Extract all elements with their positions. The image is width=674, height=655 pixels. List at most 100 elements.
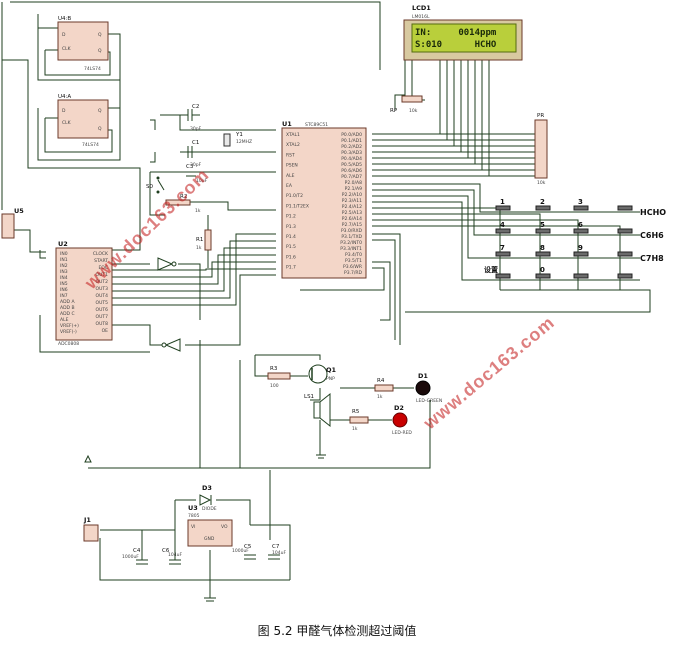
c1-value: 30pF	[190, 162, 202, 168]
u4b-pin-qbar: Q	[98, 48, 102, 54]
schematic-canvas: U4:B D CLK Q Q 74LS74 U4:A D CLK Q Q 74L…	[1, 1, 667, 602]
q1-ref: Q1	[326, 366, 337, 374]
keypad-label-r1c1: 5	[540, 221, 545, 229]
u2-left-pin-4: IN4	[60, 275, 68, 281]
ls1-buzzer: LS1	[304, 392, 331, 428]
u4a-pin-clk: CLK	[62, 120, 72, 126]
wires	[1, 1, 651, 598]
c6-capacitor: C6 104uF	[162, 548, 182, 565]
keypad-button-r2c0: 7	[490, 244, 516, 259]
r1-ref: R1	[196, 237, 203, 243]
u3-pin-gnd: GND	[204, 536, 215, 542]
keypad-button-r1c3: C6H6	[612, 228, 664, 240]
u4b-pin-clk: CLK	[62, 46, 72, 52]
keypad-button-r2c2: 9	[568, 244, 594, 259]
u1-left-pin-10: P1.4	[286, 234, 296, 240]
u4b-pin-d: D	[62, 32, 66, 38]
c2-ref: C2	[192, 104, 199, 110]
u4a-ref: U4:A	[58, 94, 71, 100]
u1-right-pin-18: P3.2/INT0	[340, 240, 362, 246]
c4-capacitor: C4 1000uF	[122, 548, 148, 565]
r3-ref: R3	[270, 366, 278, 372]
u1-right-pin-9: P2.1/A9	[345, 186, 362, 192]
keypad-button-r2c1: 8	[530, 244, 556, 259]
keypad-label-r1c3: C6H6	[640, 231, 664, 240]
u1-right-pin-3: P0.3/AD3	[341, 150, 362, 156]
u1-left-pin-4: ALE	[286, 173, 295, 179]
u1-right-pin-7: P0.7/AD7	[341, 174, 362, 180]
r4-resistor: R4 1k	[374, 378, 394, 400]
q1-part: PNP	[326, 376, 335, 382]
keypad-button-r2c3: C7H8	[612, 251, 664, 263]
u4b-part: 74LS74	[84, 66, 101, 72]
u2-left-pin-11: ALE	[60, 317, 69, 323]
keypad-label-r1c0: 4	[500, 221, 505, 229]
u1-right-pin-1: P0.1/AD1	[341, 138, 362, 144]
y1-ref: Y1	[235, 132, 243, 138]
keypad-button-r3c1: 0	[530, 266, 556, 281]
c1-ref: C1	[192, 140, 199, 146]
u4a-pin-q: Q	[98, 108, 102, 114]
u1-left-pin-2: RST	[286, 152, 295, 158]
d3-ref: D3	[202, 484, 212, 492]
u1-right-pin-8: P2.0/A8	[345, 180, 362, 186]
u2-right-pin-9: OUT7	[96, 314, 109, 320]
u1-right-pin-22: P3.6/WR	[343, 264, 362, 270]
u1-left-pin-6: P1.0/T2	[286, 193, 303, 199]
c3-value: 10uF	[196, 178, 208, 184]
keypad-button-r0c1: 2	[530, 198, 556, 213]
u2-left-pin-12: VREF(+)	[60, 323, 79, 329]
u1-right-pin-23: P3.7/RD	[344, 270, 363, 276]
u1-right-pin-4: P0.4/AD4	[341, 156, 362, 162]
s0-reset-switch: S0	[146, 176, 165, 194]
u1-right-pin-17: P3.1/TXD	[341, 234, 362, 240]
u2-left-pin-5: IN5	[60, 281, 68, 287]
c4-ref: C4	[133, 548, 141, 554]
u1-right-pin-12: P2.4/A12	[342, 204, 362, 210]
u1-right-pin-21: P3.5/T1	[345, 258, 362, 264]
u1-left-pin-8: P1.2	[286, 214, 296, 220]
d2-led-red: D2 LED-RED	[392, 404, 412, 436]
r2-ref: R2	[180, 194, 187, 200]
r3-resistor: R3 100	[267, 366, 291, 389]
u2-right-pin-3: OUT1	[96, 272, 109, 278]
u4a-flipflop: U4:A D CLK Q Q 74LS74	[57, 94, 109, 148]
u1-right-pin-13: P2.5/A13	[342, 210, 362, 216]
u2-left-pin-2: IN2	[60, 263, 68, 269]
u2-right-pin-6: OUT4	[96, 293, 109, 299]
ground-symbol	[84, 454, 326, 602]
u1-right-pin-14: P2.6/A14	[342, 216, 362, 222]
u3-ref: U3	[188, 504, 198, 512]
keypad-button-r3c2	[568, 273, 594, 281]
inverter-gate-bottom	[161, 338, 181, 352]
pr-value: 10k	[537, 180, 546, 186]
u1-right-pin-10: P2.2/A10	[342, 192, 362, 198]
u2-left-pin-13: VREF(-)	[60, 329, 77, 335]
c7-capacitor: C7 104uF	[268, 544, 286, 560]
inverter-gate-top	[157, 257, 177, 271]
c6-ref: C6	[162, 548, 170, 554]
keypad-button-r0c2: 3	[568, 198, 594, 213]
d1-part: LED-GREEN	[416, 398, 442, 404]
u2-left-pin-0: IN0	[60, 251, 68, 257]
u2-left-pin-10: ADD C	[60, 311, 75, 317]
q1-transistor: Q1 PNP	[308, 364, 337, 384]
c6-value: 104uF	[168, 552, 182, 558]
u2-left-pin-9: ADD B	[60, 305, 75, 311]
u1-right-pin-6: P0.6/AD6	[341, 168, 362, 174]
u1-mcu: U1 STC89C51 XTAL1XTAL2RSTPSENALEEAP1.0/T…	[281, 120, 367, 279]
r4-ref: R4	[377, 378, 385, 384]
y1-value: 12MHZ	[236, 139, 252, 145]
d1-led-green: D1 LED-GREEN	[415, 372, 442, 404]
keypad-button-r3c0: 设置	[484, 265, 516, 281]
u2-right-pin-7: OUT5	[96, 300, 109, 306]
ls1-ref: LS1	[304, 394, 314, 400]
j1-ref: J1	[83, 516, 91, 524]
keypad-label-r0c0: 1	[500, 198, 505, 206]
watermark-right: www.doc163.com	[419, 312, 559, 434]
r5-ref: R5	[352, 409, 360, 415]
r1-value: 1k	[196, 245, 202, 251]
u4a-part: 74LS74	[82, 142, 99, 148]
u1-left-pin-13: P1.7	[286, 265, 296, 271]
